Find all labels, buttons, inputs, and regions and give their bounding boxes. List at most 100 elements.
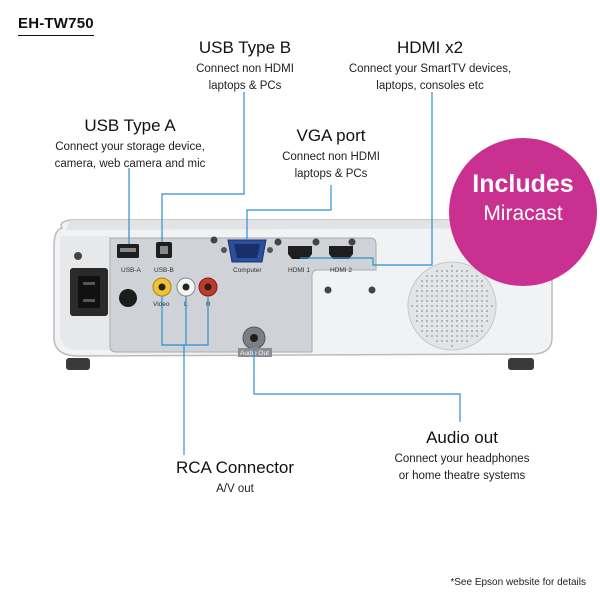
audio-out-desc-1: Connect your headphones	[394, 453, 530, 465]
grille-hole	[436, 280, 438, 282]
grille-hole	[441, 335, 443, 337]
grille-hole	[426, 290, 428, 292]
grille-hole	[476, 300, 478, 302]
grille-hole	[456, 295, 458, 297]
grille-hole	[441, 315, 443, 317]
grille-hole	[451, 275, 453, 277]
badge-line-1: Includes	[472, 170, 574, 198]
rear-panel	[109, 237, 377, 353]
foot-left	[66, 358, 90, 370]
grille-hole	[451, 325, 453, 327]
grille-hole	[451, 305, 453, 307]
grille-hole	[431, 320, 433, 322]
grille-hole	[421, 300, 423, 302]
grille-hole	[426, 335, 428, 337]
grille-hole	[466, 285, 468, 287]
grille-hole	[456, 285, 458, 287]
grille-hole	[476, 325, 478, 327]
grille-hole	[466, 325, 468, 327]
label-usb-b: USB-B	[154, 267, 174, 274]
grille-hole	[436, 305, 438, 307]
grille-hole	[451, 280, 453, 282]
grille-hole	[451, 290, 453, 292]
grille-hole	[426, 325, 428, 327]
hdmi1-port	[288, 246, 312, 259]
usb-a-desc-2: camera, web camera and mic	[54, 158, 206, 170]
usb-a-desc-1: Connect your storage device,	[55, 141, 205, 153]
grille-hole	[461, 295, 463, 297]
grille-hole	[466, 280, 468, 282]
grille-hole	[486, 305, 488, 307]
label-computer: Computer	[233, 267, 262, 274]
grille-hole	[461, 310, 463, 312]
rca-title: RCA Connector	[175, 458, 295, 477]
grille-hole	[446, 275, 448, 277]
badge-line-2: Miracast	[483, 202, 563, 225]
grille-hole	[426, 310, 428, 312]
grille-hole	[451, 335, 453, 337]
hdmi-title: HDMI x2	[396, 38, 464, 57]
grille-hole	[436, 270, 438, 272]
kensington-hole	[119, 289, 137, 307]
grille-hole	[456, 310, 458, 312]
grille-hole	[431, 280, 433, 282]
grille-hole	[476, 295, 478, 297]
grille-hole	[416, 305, 418, 307]
grille-hole	[486, 300, 488, 302]
grille-hole	[446, 300, 448, 302]
grille-hole	[486, 290, 488, 292]
grille-hole	[441, 280, 443, 282]
grille-hole	[461, 320, 463, 322]
grille-hole	[411, 305, 413, 307]
grille-hole	[476, 285, 478, 287]
grille-hole	[416, 315, 418, 317]
grille-hole	[416, 295, 418, 297]
label-usb-a: USB-A	[121, 267, 142, 274]
grille-hole	[416, 290, 418, 292]
grille-hole	[456, 315, 458, 317]
grille-hole	[476, 290, 478, 292]
usb-b-desc-2: laptops & PCs	[208, 80, 282, 92]
grille-hole	[426, 315, 428, 317]
grille-hole	[451, 295, 453, 297]
grille-hole	[461, 335, 463, 337]
vga-desc-2: laptops & PCs	[294, 168, 368, 180]
grille-hole	[446, 335, 448, 337]
grille-hole	[451, 270, 453, 272]
grille-hole	[491, 305, 493, 307]
grille-hole	[446, 280, 448, 282]
grille-hole	[481, 295, 483, 297]
grille-hole	[456, 325, 458, 327]
grille-hole	[481, 300, 483, 302]
grille-hole	[446, 310, 448, 312]
grille-hole	[436, 295, 438, 297]
grille-hole	[466, 335, 468, 337]
grille-hole	[461, 300, 463, 302]
grille-hole	[466, 320, 468, 322]
hdmi2-port	[329, 246, 353, 259]
grille-hole	[471, 320, 473, 322]
grille-hole	[446, 305, 448, 307]
grille-hole	[426, 320, 428, 322]
grille-hole	[476, 330, 478, 332]
grille-hole	[456, 335, 458, 337]
grille-hole	[471, 280, 473, 282]
grille-hole	[431, 305, 433, 307]
grille-hole	[431, 300, 433, 302]
grille-hole	[451, 330, 453, 332]
grille-hole	[466, 305, 468, 307]
grille-hole	[486, 315, 488, 317]
grille-hole	[426, 275, 428, 277]
grille-hole	[456, 290, 458, 292]
grille-hole	[476, 315, 478, 317]
grille-hole	[436, 290, 438, 292]
grille-hole	[426, 300, 428, 302]
grille-hole	[471, 275, 473, 277]
grille-hole	[461, 305, 463, 307]
grille-hole	[426, 295, 428, 297]
grille-hole	[446, 340, 448, 342]
grille-hole	[471, 305, 473, 307]
grille-hole	[476, 335, 478, 337]
grille-hole	[426, 280, 428, 282]
